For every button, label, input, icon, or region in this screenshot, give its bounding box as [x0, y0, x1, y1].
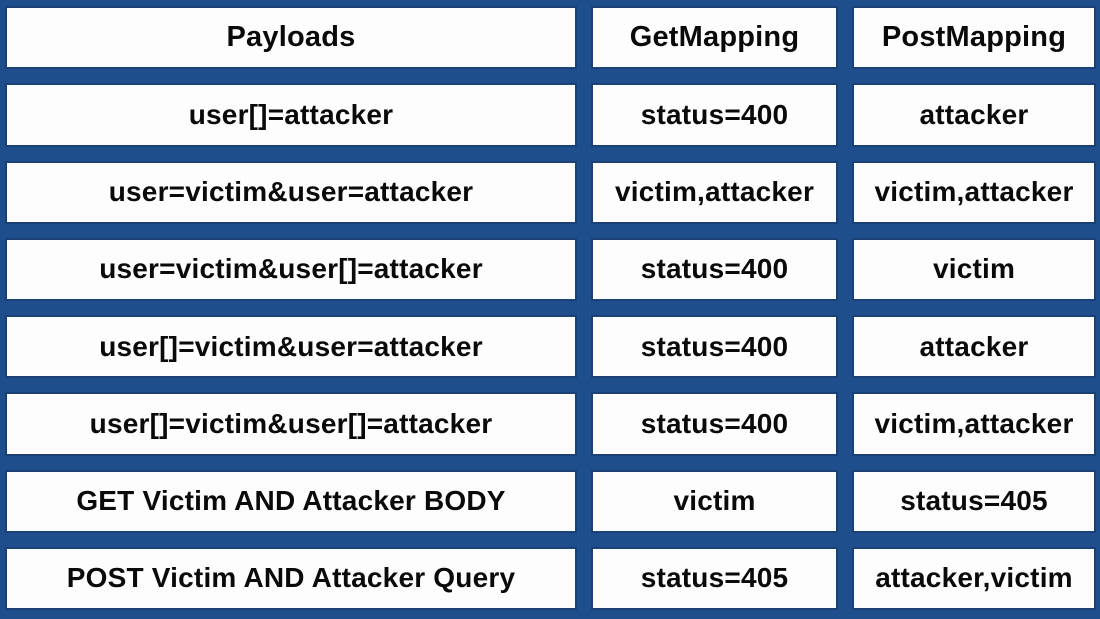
- getmapping-cell: victim,attacker: [591, 160, 838, 224]
- getmapping-cell: status=400: [591, 237, 838, 301]
- getmapping-cell: status=400: [591, 83, 838, 147]
- getmapping-cell: status=400: [591, 392, 838, 456]
- getmapping-cell: victim: [591, 469, 838, 533]
- payload-cell: user=victim&user=attacker: [5, 160, 577, 224]
- payload-cell: user[]=attacker: [5, 83, 577, 147]
- postmapping-cell: victim,attacker: [852, 160, 1096, 224]
- payload-cell: user[]=victim&user=attacker: [5, 315, 577, 379]
- header-cell-postmapping: PostMapping: [852, 6, 1096, 70]
- payload-cell: user[]=victim&user[]=attacker: [5, 392, 577, 456]
- postmapping-cell: attacker: [852, 315, 1096, 379]
- header-cell-payloads: Payloads: [5, 6, 577, 70]
- getmapping-cell: status=405: [591, 546, 838, 610]
- header-cell-getmapping: GetMapping: [591, 6, 838, 70]
- payload-cell: POST Victim AND Attacker Query: [5, 546, 577, 610]
- payload-mapping-table: Payloads GetMapping PostMapping user[]=a…: [5, 6, 1096, 610]
- postmapping-cell: victim,attacker: [852, 392, 1096, 456]
- postmapping-cell: attacker: [852, 83, 1096, 147]
- payload-cell: GET Victim AND Attacker BODY: [5, 469, 577, 533]
- postmapping-cell: status=405: [852, 469, 1096, 533]
- getmapping-cell: status=400: [591, 315, 838, 379]
- payload-cell: user=victim&user[]=attacker: [5, 237, 577, 301]
- postmapping-cell: attacker,victim: [852, 546, 1096, 610]
- postmapping-cell: victim: [852, 237, 1096, 301]
